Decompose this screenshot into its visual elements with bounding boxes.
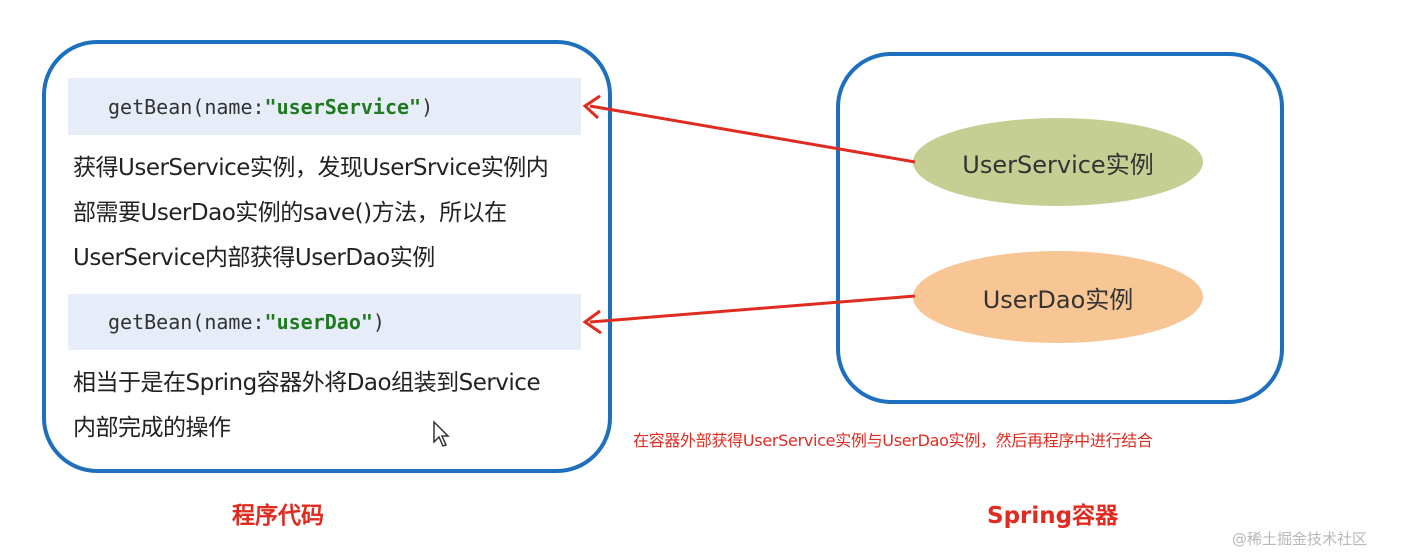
description-2-line: 内部完成的操作 <box>73 415 231 441</box>
arrow-service-to-code <box>589 104 916 164</box>
description-1: 获得UserService实例，发现UserSrvice实例内 部需要UserD… <box>73 146 603 281</box>
userdao-instance-label: UserDao实例 <box>982 285 1134 314</box>
arrow-dao-to-code <box>589 294 916 324</box>
getbean-userservice-code: getBean(name:"userService") <box>68 78 581 135</box>
code-arg: "userDao" <box>264 310 373 334</box>
code-suffix: ) <box>372 310 385 334</box>
program-code-panel <box>42 40 612 473</box>
getbean-userdao-code: getBean(name:"userDao") <box>68 294 581 350</box>
watermark: @稀土掘金技术社区 <box>1232 530 1368 548</box>
description-2: 相当于是在Spring容器外将Dao组装到Service 内部完成的操作 <box>73 361 603 451</box>
description-1-line: 部需要UserDao实例的save()方法，所以在 <box>73 200 507 226</box>
description-1-line: UserService内部获得UserDao实例 <box>73 245 435 271</box>
code-suffix: ) <box>421 94 434 119</box>
description-2-line: 相当于是在Spring容器外将Dao组装到Service <box>73 370 541 396</box>
description-1-line: 获得UserService实例，发现UserSrvice实例内 <box>73 155 549 181</box>
spring-container-panel <box>836 52 1284 404</box>
code-prefix: getBean(name: <box>108 94 265 119</box>
userservice-instance-ellipse: UserService实例 <box>913 118 1203 206</box>
arrowhead-service <box>582 94 601 120</box>
userdao-instance-ellipse: UserDao实例 <box>913 251 1203 343</box>
combination-note: 在容器外部获得UserService实例与UserDao实例，然后再程序中进行结… <box>633 431 1153 450</box>
program-code-caption: 程序代码 <box>232 503 324 529</box>
code-arg: "userService" <box>264 94 422 119</box>
userservice-instance-label: UserService实例 <box>962 150 1154 179</box>
arrowhead-dao <box>582 309 602 335</box>
code-prefix: getBean(name: <box>108 310 265 334</box>
spring-container-caption: Spring容器 <box>987 503 1119 529</box>
mouse-cursor-icon <box>433 420 450 447</box>
